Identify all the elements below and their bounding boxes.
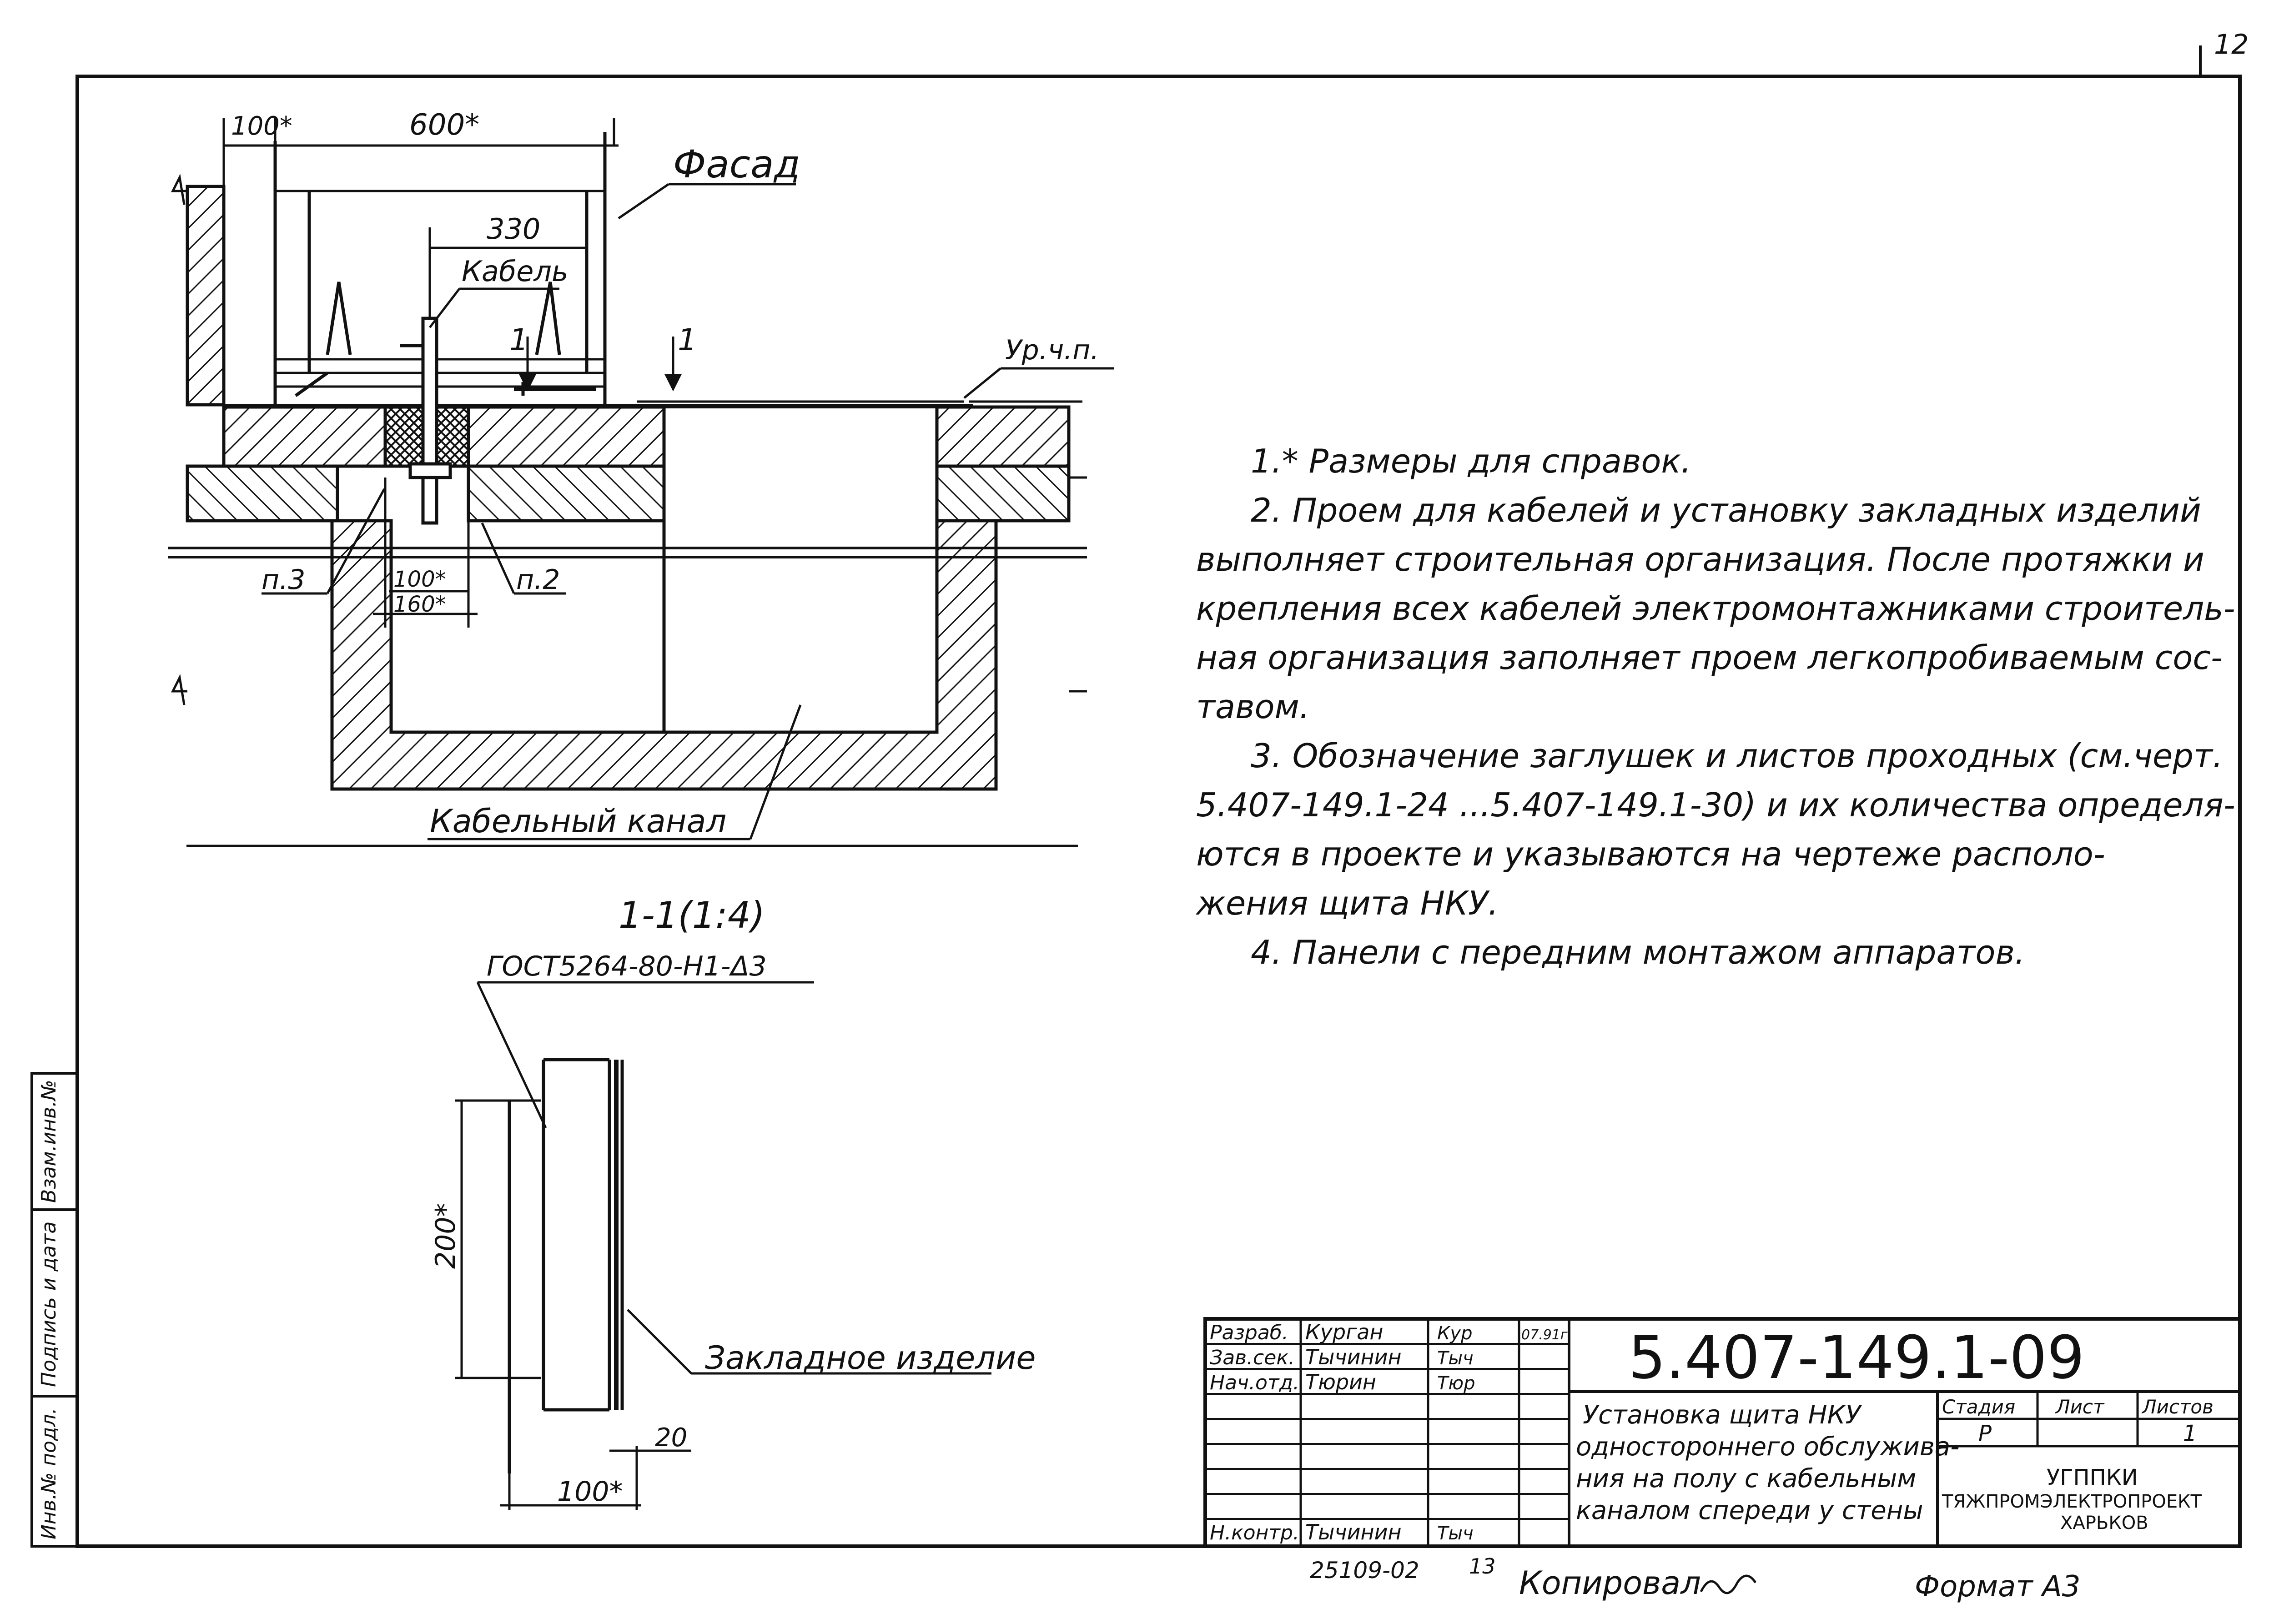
note-line-1: 2. Проем для кабелей и установку закладн… [1251, 491, 2201, 529]
title-line-2: ния на полу с кабельным [1576, 1464, 1916, 1493]
sheet-header: Лист [2055, 1396, 2105, 1418]
tb-sign-1: Тыч [1437, 1348, 1474, 1369]
note-line-10: 4. Панели с передним монтажом аппаратов. [1251, 933, 2025, 971]
sheets-value: 1 [2183, 1421, 2197, 1446]
cut-mark-left: 1 [509, 322, 528, 357]
floor-slab-mid [467, 405, 666, 468]
lower-slab-right [935, 464, 1071, 523]
label-floor-level: Ур.ч.п. [1005, 334, 1099, 366]
note-line-4: ная организация заполняет проем легкопро… [1196, 639, 2223, 677]
lower-slab-mid [467, 464, 666, 523]
lower-slab-left [186, 464, 339, 523]
tb-sign-3: Тыч [1437, 1523, 1474, 1544]
note-line-8: ются в проекте и указываются на чертеже … [1196, 835, 2105, 873]
note-line-9: жения щита НКУ. [1196, 884, 1499, 922]
notes-block: 1.* Размеры для справок. 2. Проем для ка… [1196, 437, 2242, 977]
sheet-frame [75, 45, 2242, 1548]
section-label: 1-1(1:4) [619, 894, 765, 936]
dim-600: 600* [409, 108, 479, 142]
footer-format: Формат А3 [1915, 1570, 2081, 1604]
org-line-0: УГППКИ [2047, 1465, 2138, 1490]
wall [186, 185, 226, 407]
page-number: 12 [2214, 29, 2249, 60]
stage-header: Стадия [1942, 1396, 2015, 1418]
note-line-3: крепления всех кабелей электромонтажника… [1196, 589, 2235, 628]
label-cable-channel: Кабельный канал [430, 803, 726, 840]
footer-copied: Копировал [1519, 1564, 1701, 1602]
title-block [1203, 1317, 2242, 1548]
org-line-2: ХАРЬКОВ [2060, 1513, 2148, 1533]
stamp-cell-inv: Инв.№ подл. [37, 1408, 60, 1539]
label-embedded-part: Закладное изделие [705, 1339, 1036, 1377]
title-line-0: Установка щита НКУ [1583, 1400, 1862, 1430]
sheets-header: Листов [2141, 1396, 2214, 1418]
tb-sign-0: Кур [1437, 1323, 1472, 1344]
label-weld: ГОСТ5264-80-Н1-Δ3 [487, 950, 767, 982]
tb-sign-2: Тюр [1437, 1373, 1475, 1394]
dim-100-bottom: 100* [557, 1476, 623, 1508]
side-stamp [30, 1072, 79, 1548]
dim-160: 160* [393, 592, 446, 617]
stamp-cell-signature: Подпись и дата [37, 1222, 60, 1387]
footer-number: 13 [1469, 1554, 1496, 1579]
tb-date-0: 07.91г [1521, 1327, 1568, 1343]
label-p2: п.2 [516, 564, 560, 596]
tb-role-1: Зав.сек. [1210, 1346, 1295, 1369]
dim-330: 330 [487, 212, 540, 246]
label-facade: Фасад [673, 142, 800, 186]
tb-name-1: Тычинин [1305, 1345, 1402, 1369]
facade-section-drawing [168, 132, 1087, 791]
dim-200: 200* [430, 1203, 462, 1269]
doc-number: 5.407-149.1-09 [1628, 1323, 2085, 1392]
tb-role-0: Разраб. [1210, 1321, 1288, 1344]
embedded-part-detail [455, 981, 991, 1510]
copier-signature [1700, 1574, 1757, 1594]
tb-name-2: Тюрин [1305, 1370, 1376, 1394]
cut-mark-right: 1 [678, 322, 697, 357]
dim-20: 20 [655, 1423, 687, 1453]
note-line-0: 1.* Размеры для справок. [1251, 442, 1691, 480]
tb-name-0: Курган [1305, 1320, 1384, 1344]
label-p3: п.3 [262, 564, 305, 596]
dim-100-top: 100* [231, 111, 292, 141]
note-line-6: 3. Обозначение заглушек и листов проходн… [1251, 737, 2223, 775]
org-line-1: ТЯЖПРОМЭЛЕКТРОПРОЕКТ [1942, 1491, 2202, 1512]
note-line-5: тавом. [1196, 688, 1310, 726]
footer-code: 25109-02 [1310, 1557, 1419, 1584]
title-line-1: одностороннего обслужива- [1576, 1432, 1959, 1462]
note-line-2: выполняет строительная организация. Посл… [1196, 540, 2204, 578]
stamp-cell-replace: Взам.инв.№ [37, 1080, 60, 1203]
title-line-3: каналом спереди у стены [1576, 1496, 1923, 1525]
dimension-lines-upper [186, 118, 1114, 847]
floor-slab-right [935, 405, 1071, 468]
tb-name-3: Тычинин [1305, 1520, 1402, 1544]
dim-100-hole: 100* [393, 567, 446, 592]
tb-role-3: Н.контр. [1210, 1521, 1299, 1544]
tb-role-2: Нач.отд. [1210, 1371, 1299, 1394]
label-cable: Кабель [462, 255, 568, 288]
floor-slab-left [222, 405, 387, 468]
note-line-7: 5.407-149.1-24 ...5.407-149.1-30) и их к… [1196, 786, 2235, 824]
stage-value: Р [1978, 1421, 1992, 1446]
